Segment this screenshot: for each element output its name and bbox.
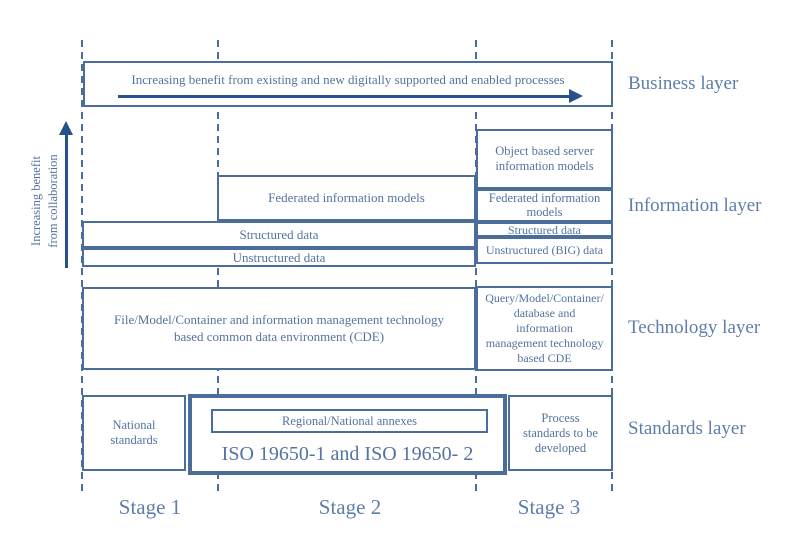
structured-data-stage3-box: Structured data (476, 222, 613, 237)
unstructured-data-text: Unstructured data (232, 249, 326, 265)
collaboration-axis-label-line2: from collaboration (46, 154, 60, 248)
business-benefit-arrow (118, 89, 583, 103)
collaboration-up-arrow (59, 121, 73, 268)
federated-models-stage3-box: Federated information models (476, 189, 613, 222)
cde-technology-text: File/Model/Container and information man… (114, 312, 444, 344)
information-layer-label: Information layer (628, 195, 762, 216)
unstructured-big-data-box: Unstructured (BIG) data (476, 237, 613, 264)
business-layer-box: Increasing benefit from existing and new… (83, 61, 613, 107)
federated-models-stage2-box: Federated information models (217, 175, 476, 221)
technology-layer-label: Technology layer (628, 317, 761, 338)
iso-standards-bold-box (188, 394, 507, 475)
regional-annexes-text: Regional/National annexes (281, 413, 418, 428)
stage-2-label: Stage 2 (318, 495, 382, 519)
stage-divider-dashed-line-4 (611, 40, 613, 495)
stage-divider-dashed-line-1 (81, 40, 83, 495)
business-layer-label: Business layer (628, 73, 739, 94)
federated-models-stage3-text: Federated information models (488, 190, 601, 219)
unstructured-data-box: Unstructured data (82, 248, 476, 267)
structured-data-stage3-text: Structured data (508, 222, 581, 237)
collaboration-axis-label: Increasing benefit from collaboration (28, 135, 64, 267)
business-benefit-text: Increasing benefit from existing and new… (131, 72, 565, 87)
regional-annexes-box: Regional/National annexes (211, 409, 488, 433)
process-standards-text: Process standards to be developed (523, 410, 598, 455)
object-server-models-text: Object based server information models (495, 144, 594, 173)
stage-divider-dashed-line-2 (217, 40, 219, 495)
object-server-models-box: Object based server information models (476, 129, 613, 189)
structured-data-box: Structured data (82, 221, 476, 248)
stage3-cde-technology-text: Query/Model/Container/ database and info… (485, 291, 604, 365)
iso-19650-text: ISO 19650-1 and ISO 19650- 2 (221, 443, 474, 465)
stage-3-label: Stage 3 (517, 495, 581, 519)
process-standards-box: Process standards to be developed (508, 395, 613, 471)
collaboration-axis-label-line1: Increasing benefit (29, 156, 43, 246)
unstructured-big-data-text: Unstructured (BIG) data (485, 243, 604, 258)
federated-models-stage2-text: Federated information models (268, 190, 425, 206)
structured-data-text: Structured data (239, 226, 319, 242)
standards-layer-label: Standards layer (628, 418, 746, 439)
stage-1-label: Stage 1 (118, 495, 182, 519)
national-standards-text: National standards (110, 418, 158, 447)
stage-divider-dashed-line-3 (475, 40, 477, 495)
stage3-cde-technology-box: Query/Model/Container/ database and info… (476, 286, 613, 371)
national-standards-box: National standards (82, 395, 186, 471)
cde-technology-box: File/Model/Container and information man… (82, 287, 476, 370)
